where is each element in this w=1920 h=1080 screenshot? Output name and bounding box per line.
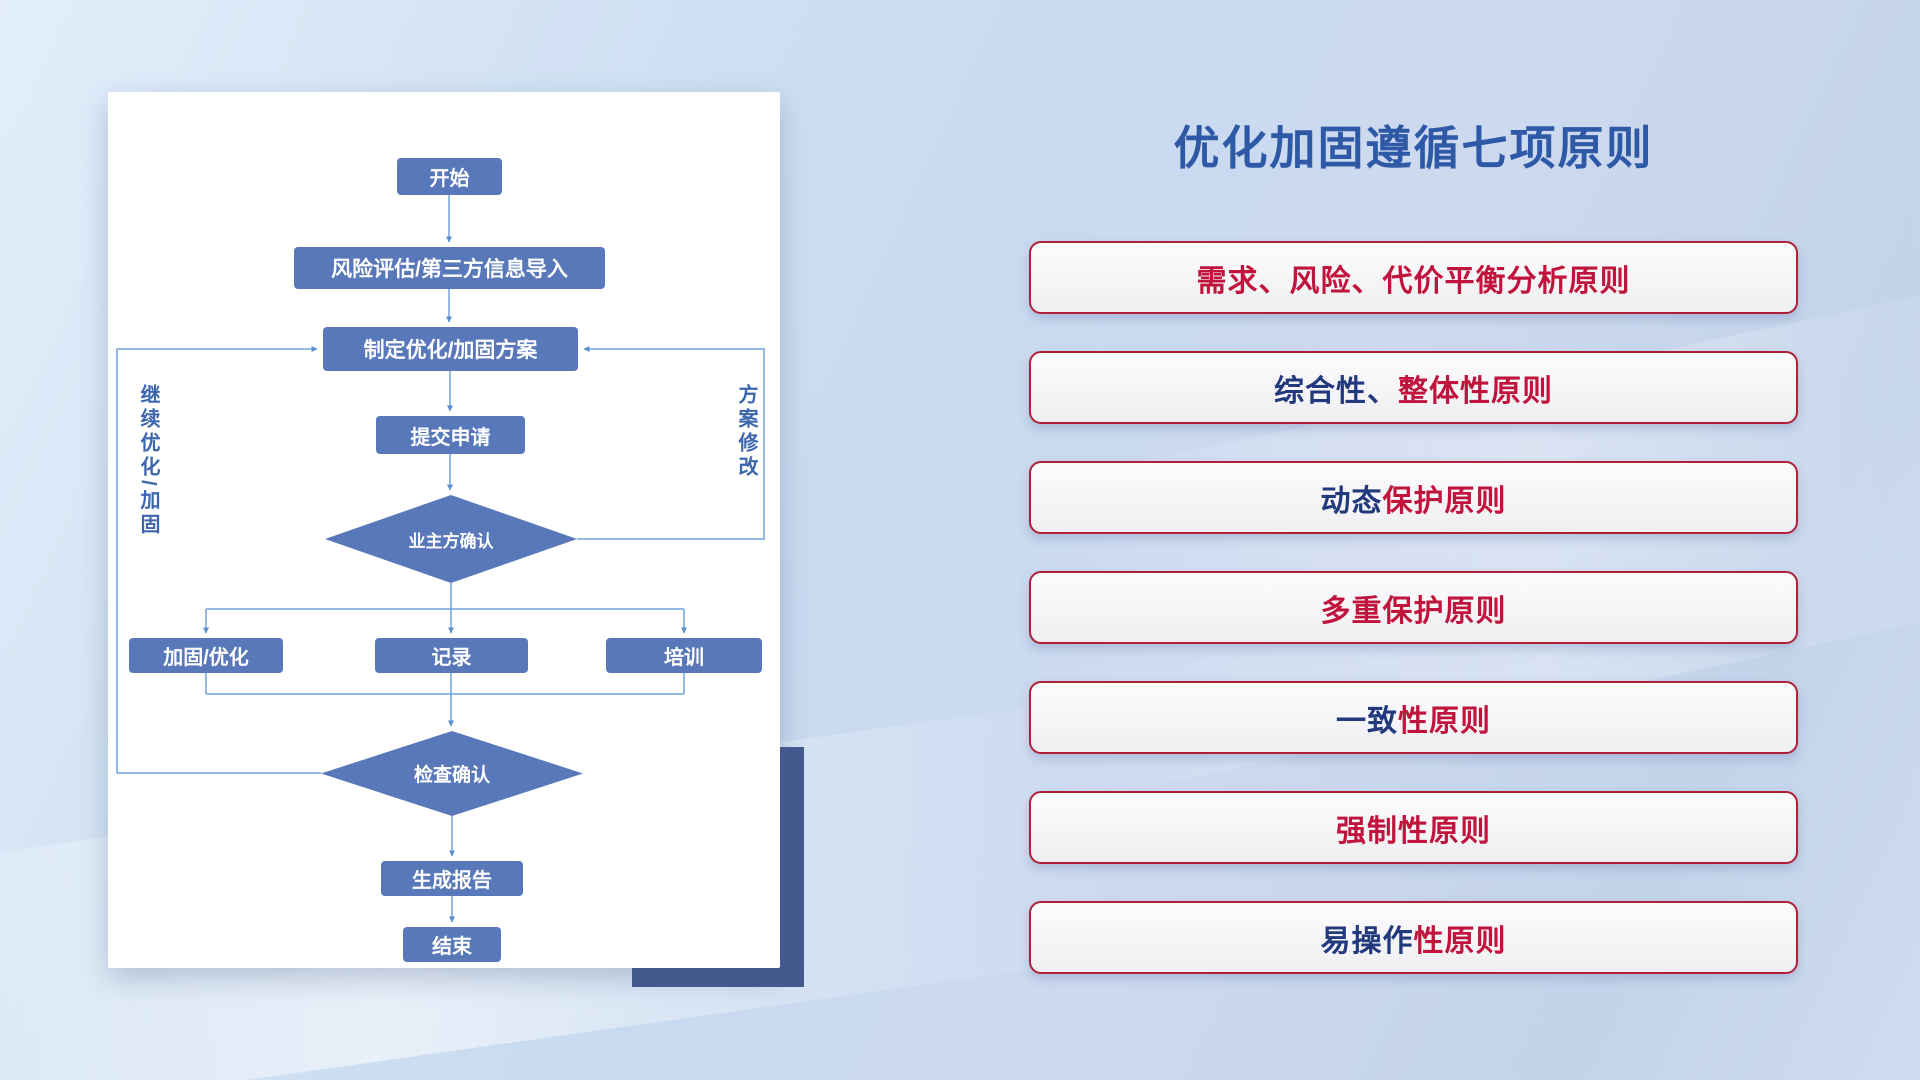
principle-item: 一致性原则: [1029, 681, 1798, 754]
principle-text: 易操作性原则: [1320, 924, 1507, 958]
principle-text: 需求、风险、代价平衡分析原则: [1196, 264, 1631, 298]
flow-node-report: 生成报告: [381, 861, 523, 896]
principle-item: 需求、风险、代价平衡分析原则: [1029, 241, 1798, 314]
principle-item: 易操作性原则: [1029, 901, 1798, 974]
principle-item: 强制性原则: [1029, 791, 1798, 864]
principle-item: 动态保护原则: [1029, 461, 1798, 534]
flow-node-risk-import: 风险评估/第三方信息导入: [294, 247, 605, 289]
flow-node-harden-optimize: 加固/优化: [129, 638, 283, 673]
flowchart-card: 开始 风险评估/第三方信息导入 制定优化/加固方案 提交申请 业主方确认 加固/…: [108, 92, 780, 968]
flow-node-end: 结束: [403, 927, 501, 962]
principle-text: 一致性原则: [1336, 704, 1491, 738]
flow-node-start: 开始: [397, 158, 502, 195]
principle-item: 多重保护原则: [1029, 571, 1798, 644]
principle-text: 多重保护原则: [1320, 594, 1507, 628]
principle-text: 综合性、整体性原则: [1274, 374, 1553, 408]
flow-node-record: 记录: [375, 638, 528, 673]
principle-item: 综合性、整体性原则: [1029, 351, 1798, 424]
slide-title: 优化加固遵循七项原则: [1173, 122, 1654, 174]
flow-connectors: [116, 195, 765, 923]
connector-group: [116, 195, 765, 923]
principle-text: 强制性原则: [1336, 814, 1491, 848]
principles-list: 需求、风险、代价平衡分析原则 综合性、整体性原则 动态保护原则 多重保护原则 一…: [1029, 241, 1798, 974]
principle-text: 动态保护原则: [1320, 484, 1507, 518]
loop-label-modify: 方案修改: [735, 384, 757, 480]
flow-node-submit: 提交申请: [376, 416, 525, 454]
flow-node-training: 培训: [606, 638, 762, 673]
flow-node-make-plan: 制定优化/加固方案: [323, 327, 578, 371]
loop-label-continue: 继续优化/加固: [137, 384, 159, 538]
